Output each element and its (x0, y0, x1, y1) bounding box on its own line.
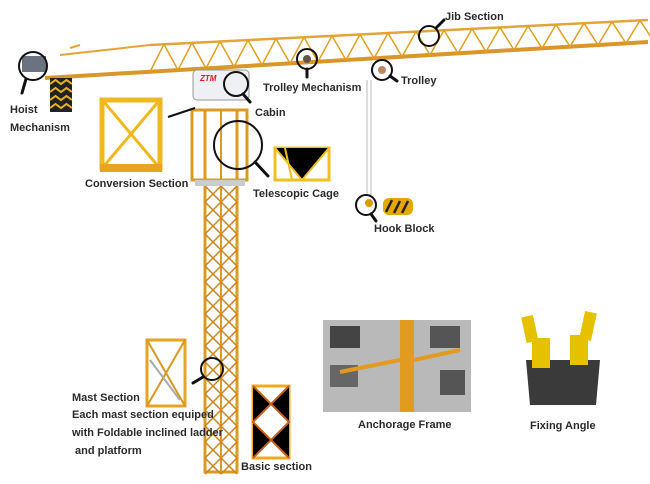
basic-section-image (251, 384, 291, 460)
label-cabin: Cabin (255, 107, 286, 119)
cabin: ZTM (192, 69, 252, 104)
jib-truss-member (429, 28, 459, 56)
mast-section-desc-1: Each mast section equiped (72, 409, 214, 421)
cabin-pointer (167, 107, 196, 118)
label-mast-section: Mast Section (72, 392, 140, 404)
jib-truss-member (261, 37, 291, 66)
trolley-magnifier-icon (371, 59, 399, 83)
jib-truss-member (569, 21, 599, 48)
jib-truss-member (373, 31, 403, 59)
mast-truss-member (204, 345, 238, 363)
hoist-mechanism-magnifier-icon (18, 51, 48, 95)
jib-section-magnifier-icon (418, 18, 446, 47)
jib-truss-member (289, 35, 319, 64)
jib-truss-member (317, 34, 347, 63)
telescopic-cage-image (273, 146, 331, 182)
label-telescopic-cage: Telescopic Cage (253, 188, 339, 200)
label-anchorage-frame: Anchorage Frame (358, 419, 452, 431)
mast-truss-member (204, 281, 238, 299)
mast-truss-member (204, 233, 238, 251)
jib-truss-member (541, 23, 571, 49)
anchorage-frame-photo (323, 320, 471, 412)
mast-section-image (145, 338, 187, 408)
jib-truss-member (205, 39, 235, 69)
trolley-mechanism-magnifier-icon (296, 48, 318, 79)
mast-section-desc-3: and platform (72, 445, 142, 457)
jib-truss-member (513, 24, 543, 51)
jib-truss-member (457, 27, 487, 54)
fixing-angle-image (521, 311, 600, 405)
mast (190, 108, 249, 475)
hook-block-image (383, 198, 413, 215)
mast-truss-member (204, 441, 238, 459)
mast-section-desc-2: with Foldable inclined ladder (71, 427, 224, 439)
mast-truss-member (204, 185, 238, 203)
jib-truss-member (597, 20, 627, 46)
label-fixing-angle: Fixing Angle (530, 420, 596, 432)
counterweight (49, 78, 73, 112)
jib-truss-member (345, 32, 375, 61)
jib-truss-member (177, 41, 207, 71)
hook (355, 80, 378, 223)
mast-truss-member (204, 297, 238, 315)
label-hoist-mechanism: Mechanism (10, 122, 70, 134)
mast-truss-member (204, 313, 238, 331)
mast-truss-member (204, 361, 238, 379)
label-trolley: Trolley (401, 75, 437, 87)
label-jib-section: Jib Section (445, 11, 504, 23)
jib-truss-member (485, 25, 515, 53)
jib-truss-member (625, 19, 650, 44)
mast-truss-member (204, 265, 238, 283)
mast-truss-member (204, 249, 238, 267)
mast-truss-member (204, 201, 238, 219)
conversion-section-image (99, 97, 163, 172)
mast-truss-member (204, 217, 238, 235)
mast-truss-member (204, 329, 238, 347)
label-trolley-mechanism: Trolley Mechanism (263, 82, 362, 94)
jib-truss-member (149, 42, 179, 73)
jib-truss-member (401, 30, 431, 58)
label-hoist: Hoist (10, 104, 38, 116)
label-conversion-section: Conversion Section (85, 178, 189, 190)
mast-truss-member (204, 393, 238, 411)
label-hook-block: Hook Block (374, 223, 435, 235)
mast-truss-member (204, 425, 238, 443)
mast-truss-member (204, 377, 238, 395)
mast-truss-member (204, 409, 238, 427)
jib-truss-member (233, 38, 263, 68)
mast-section-magnifier-icon (191, 357, 224, 385)
jib (44, 18, 650, 80)
telescopic-cage-magnifier-icon (213, 120, 270, 178)
cabin-logo: ZTM (199, 74, 217, 83)
mast-truss-member (204, 457, 238, 475)
label-basic-section: Basic section (241, 461, 312, 473)
